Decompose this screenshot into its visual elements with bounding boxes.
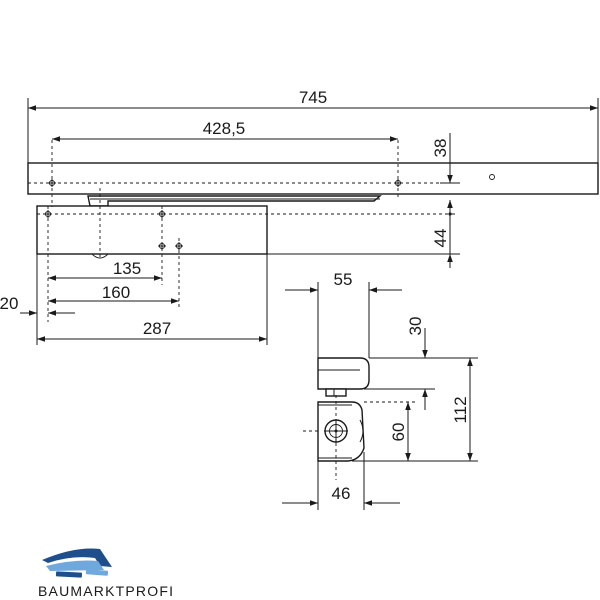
dim-30: 30	[364, 317, 478, 410]
dim-label-38: 38	[431, 139, 450, 158]
dim-hole-spacing: 428,5	[52, 119, 398, 142]
dim-label-160: 160	[102, 283, 130, 302]
dim-label-745: 745	[299, 88, 327, 107]
dim-20: 20	[0, 254, 75, 345]
dim-label-44: 44	[431, 229, 450, 248]
baumarktprofi-logo: BAUMARKTPROFI	[38, 548, 174, 599]
dim-label-428-5: 428,5	[203, 119, 246, 138]
dim-160: 160	[48, 283, 179, 304]
dim-label-46: 46	[332, 484, 351, 503]
dim-60: 60	[389, 402, 411, 461]
dim-287: 287	[37, 254, 268, 345]
dim-overall-length: 745	[27, 88, 599, 163]
dim-label-60: 60	[389, 423, 408, 442]
dim-112: 112	[352, 358, 478, 462]
slide-track	[27, 162, 599, 195]
brand-name: BAUMARKTPROFI	[38, 583, 174, 599]
dim-body-height: 44	[267, 214, 460, 268]
dim-label-112: 112	[451, 396, 470, 423]
dim-label-135: 135	[113, 259, 141, 278]
dim-55: 55	[285, 270, 402, 358]
arm-rail	[87, 195, 382, 207]
dim-46: 46	[282, 452, 400, 510]
dim-track-height: 38	[431, 133, 460, 216]
dim-135: 135	[48, 259, 162, 281]
closer-body	[36, 205, 455, 259]
side-arm-block	[317, 357, 370, 397]
dim-label-20: 20	[0, 294, 18, 313]
dim-label-55: 55	[334, 270, 353, 289]
dim-label-30: 30	[406, 317, 425, 336]
dim-label-287: 287	[143, 319, 171, 338]
side-shaft-block	[317, 401, 365, 462]
